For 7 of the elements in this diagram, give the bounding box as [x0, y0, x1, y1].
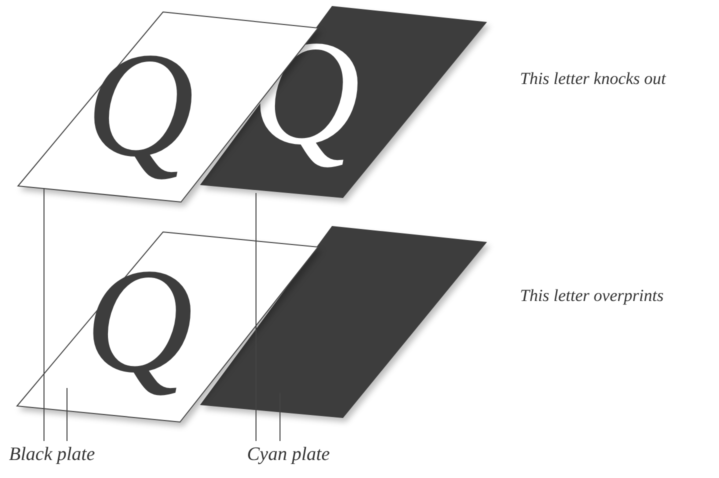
leader-line [66, 388, 68, 442]
plate-label: Black plate [9, 443, 95, 467]
plate-label: Cyan plate [247, 443, 330, 467]
letter-glyph: Q [85, 246, 194, 396]
letter-glyph: Q [86, 30, 194, 180]
caption-text: This letter knocks out [520, 68, 666, 90]
caption-text: This letter overprints [520, 285, 664, 307]
